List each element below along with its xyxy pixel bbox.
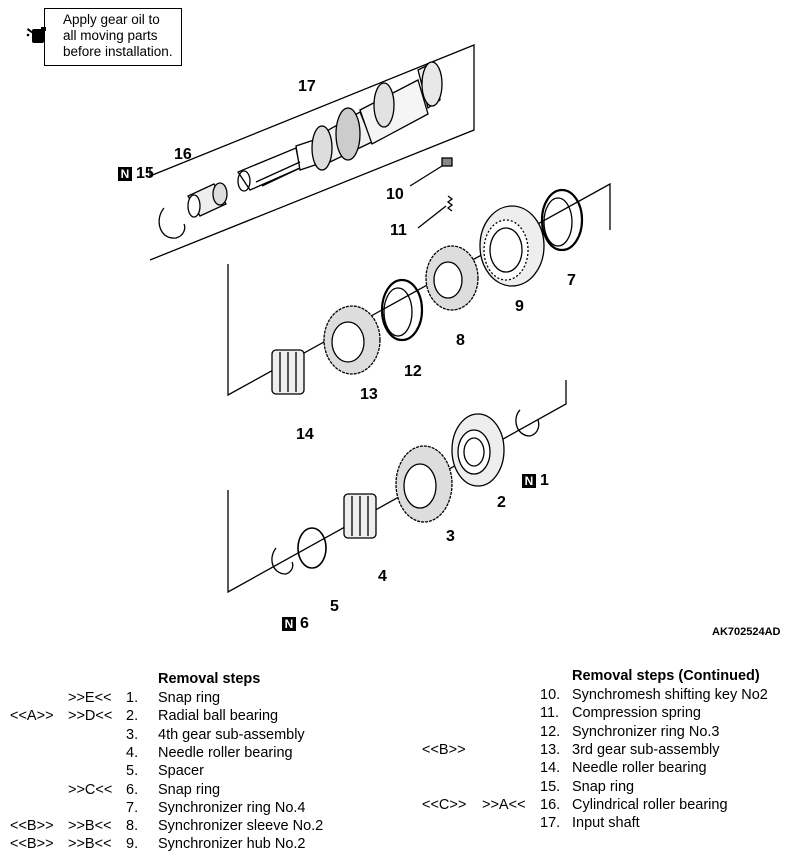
gear-oil-note: Apply gear oil to all moving parts befor…	[44, 8, 182, 66]
step-install: <<B>>	[422, 741, 466, 758]
synchronizer-ring-7-drawing	[540, 188, 584, 252]
step-remove: >>C<<	[68, 781, 113, 798]
step-name: Cylindrical roller bearing	[572, 796, 728, 813]
step-num: 5.	[126, 763, 139, 780]
callout-2: 2	[497, 494, 506, 511]
callout-5: 5	[330, 598, 339, 615]
needle-roller-bearing-4-drawing	[343, 493, 377, 539]
note-line-3: before installation.	[63, 44, 173, 59]
step-install: <<C>>	[422, 796, 467, 813]
step-num: 11.	[540, 705, 560, 722]
step-name: Synchronizer ring No.4	[158, 799, 306, 816]
callout-7: 7	[567, 272, 576, 289]
step-name: Synchronizer hub No.2	[158, 836, 306, 853]
callout-13: 13	[360, 386, 378, 403]
snap-ring-15-drawing	[158, 207, 186, 239]
step-num: 6.	[126, 781, 139, 798]
n-badge-15: N	[118, 167, 132, 181]
needle-roller-bearing-14-drawing	[271, 349, 305, 395]
step-install: <<A>>	[10, 708, 54, 725]
callout-9: 9	[515, 298, 524, 315]
bracket-middle	[227, 182, 611, 397]
step-install: <<B>>	[10, 818, 54, 835]
bracket-lower	[227, 380, 567, 594]
step-name: Input shaft	[572, 815, 640, 832]
spacer-drawing	[297, 527, 327, 569]
callout-6: 6	[300, 615, 309, 632]
step-remove: >>D<<	[68, 708, 113, 725]
callout-3: 3	[446, 528, 455, 545]
callout-15: 15	[136, 165, 154, 182]
callout-11: 11	[390, 222, 407, 239]
step-remove: >>A<<	[482, 796, 526, 813]
oil-can-icon	[26, 24, 48, 46]
note-line-1: Apply gear oil to	[63, 12, 160, 27]
step-remove: >>E<<	[68, 690, 112, 706]
callout-4: 4	[378, 568, 387, 585]
callout-17: 17	[298, 78, 316, 95]
step-num: 7.	[126, 799, 139, 816]
step-name: 4th gear sub-assembly	[158, 726, 305, 743]
bracket-upper	[149, 44, 475, 261]
shifting-key-drawing	[409, 157, 453, 187]
snap-ring-6-drawing	[271, 547, 294, 575]
step-name: Spacer	[158, 763, 204, 780]
input-shaft-drawing	[237, 61, 443, 192]
step-num: 1.	[126, 690, 139, 706]
step-num: 17.	[540, 815, 561, 832]
removal-steps-title: Removal steps	[158, 671, 261, 687]
step-remove: >>B<<	[68, 836, 112, 853]
step-name: Needle roller bearing	[158, 744, 293, 761]
removal-steps-continued-title: Removal steps (Continued)	[572, 668, 760, 684]
callout-8: 8	[456, 332, 465, 349]
cylindrical-roller-bearing-drawing	[187, 182, 228, 218]
step-num: 12.	[540, 723, 561, 740]
step-name: Snap ring	[572, 778, 635, 795]
n-badge-6: N	[282, 617, 296, 631]
step-num: 10.	[540, 687, 561, 703]
step-num: 4.	[126, 744, 139, 761]
snap-ring-1-drawing	[515, 409, 540, 437]
step-remove: >>B<<	[68, 818, 112, 835]
callout-10: 10	[386, 186, 404, 203]
step-name: Snap ring	[158, 781, 221, 798]
note-line-2: all moving parts	[63, 28, 158, 43]
third-gear-drawing	[323, 305, 381, 375]
step-num: 9.	[126, 836, 139, 853]
figure-id: AK702524AD	[712, 626, 781, 638]
callout-1: 1	[540, 472, 549, 489]
step-num: 16.	[540, 796, 561, 813]
synchronizer-ring-12-drawing	[380, 278, 424, 342]
step-name: Needle roller bearing	[572, 760, 707, 777]
step-name: Synchronizer sleeve No.2	[158, 818, 324, 835]
exploded-view-diagram	[149, 44, 611, 594]
radial-ball-bearing-drawing	[451, 413, 505, 487]
step-name: Compression spring	[572, 705, 701, 722]
synchronizer-sleeve-drawing	[425, 245, 479, 311]
step-name: 3rd gear sub-assembly	[572, 741, 720, 758]
n-badge-1: N	[522, 474, 536, 488]
step-name: Radial ball bearing	[158, 708, 279, 725]
step-num: 13.	[540, 741, 561, 758]
step-name: Synchromesh shifting key No2	[572, 687, 768, 703]
callout-12: 12	[404, 363, 422, 380]
callout-16: 16	[174, 146, 192, 163]
step-num: 14.	[540, 760, 561, 777]
synchronizer-hub-drawing	[479, 205, 545, 287]
step-install: <<B>>	[10, 836, 54, 853]
step-num: 3.	[126, 726, 139, 743]
gear-oil-note-text: Apply gear oil to all moving parts befor…	[63, 12, 173, 60]
step-name: Snap ring	[158, 690, 221, 706]
step-num: 2.	[126, 708, 139, 725]
step-name: Synchronizer ring No.3	[572, 723, 720, 740]
step-num: 15.	[540, 778, 561, 795]
step-num: 8.	[126, 818, 139, 835]
fourth-gear-drawing	[395, 445, 453, 523]
callout-14: 14	[296, 426, 314, 443]
compression-spring-drawing	[417, 195, 454, 229]
